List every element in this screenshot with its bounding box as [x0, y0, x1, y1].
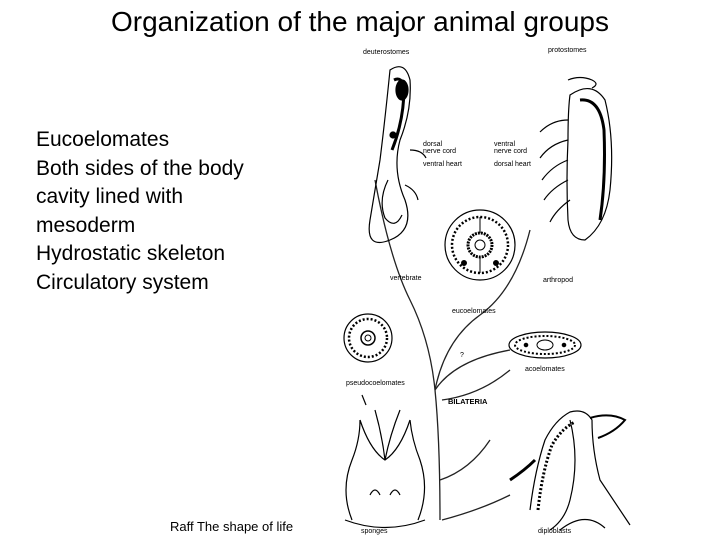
label-bilateria: BILATERIA	[448, 397, 488, 406]
diploblast-drawing	[509, 410, 631, 531]
bullet-line: cavity lined with	[36, 185, 184, 208]
image-credit: Raff The shape of life	[170, 519, 294, 534]
label-eucoelomates: eucoelomates	[452, 308, 496, 315]
bullet-line: Both sides of the body	[36, 156, 244, 180]
label-nerve-cord-ventral: nerve cord	[494, 148, 527, 155]
label-arthropod: arthropod	[543, 277, 573, 284]
label-acoelomates: acoelomates	[525, 366, 565, 373]
label-diploblasts: diploblasts	[538, 528, 572, 535]
pseudocoelomate-section	[343, 313, 393, 363]
vertebrate-drawing	[368, 66, 427, 244]
acoelomate-section	[508, 331, 582, 359]
bullet-line: Circulatory system	[36, 270, 209, 294]
eucoelomate-section	[444, 209, 516, 281]
bullet-list: Eucoelomates Both sides of the body cavi…	[36, 126, 244, 297]
sponge-drawing	[344, 394, 426, 529]
label-dorsal: dorsal	[423, 141, 443, 148]
label-nerve-cord-dorsal: nerve cord	[423, 148, 456, 155]
label-deuterostomes: deuterostomes	[363, 49, 410, 56]
arthropod-drawing	[539, 76, 613, 241]
bullet-line: Eucoelomates	[36, 128, 170, 151]
label-ventral: ventral	[494, 141, 515, 148]
slide-title: Organization of the major animal groups	[110, 6, 610, 37]
bullet-line: mesoderm	[36, 213, 136, 237]
label-protostomes: protostomes	[548, 47, 587, 54]
label-vertebrate: vertebrate	[390, 275, 422, 282]
bullet-line: Hydrostatic skeleton	[36, 242, 226, 265]
label-question-mark: ?	[460, 352, 464, 359]
label-sponges: sponges	[361, 528, 388, 535]
label-ventral-heart: ventral heart	[423, 161, 462, 168]
tree-lines	[374, 179, 531, 521]
animal-groups-figure: deuterostomes protostomes dorsal nerve c…	[343, 47, 631, 535]
label-dorsal-heart: dorsal heart	[494, 161, 531, 168]
label-pseudocoelomates: pseudocoelomates	[346, 380, 405, 387]
